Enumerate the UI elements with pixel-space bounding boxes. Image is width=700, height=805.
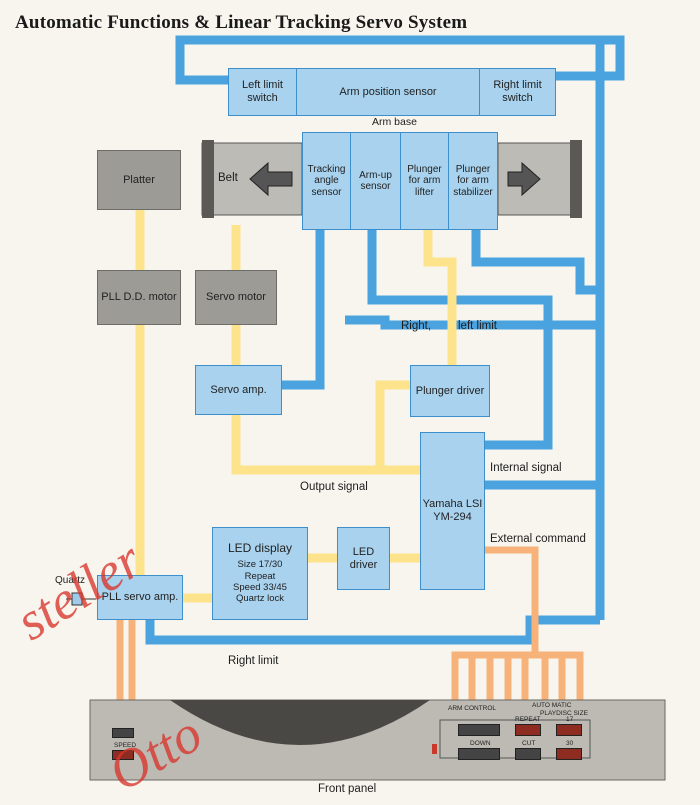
led-display-block: LED display Size 17/30 Repeat Speed 33/4… <box>212 527 308 620</box>
left-limit-label: left limit <box>458 320 497 332</box>
led-display-title: LED display <box>227 541 293 556</box>
plunger-arm-stabilizer: Plunger for arm stabilizer <box>453 163 493 198</box>
panel-arm-control-label: ARM CONTROL <box>448 705 497 712</box>
panel-repeat-label: REPEAT <box>515 716 541 723</box>
external-command-label: External command <box>490 533 586 545</box>
plunger-arm-lifter: Plunger for arm lifter <box>401 133 449 229</box>
orange-line-external <box>485 546 539 655</box>
orange-comb <box>451 651 584 700</box>
yellow-line-plunger <box>423 230 457 365</box>
blue-line-armup <box>367 230 553 450</box>
led-speed: Speed 33/45 <box>233 581 287 593</box>
repeat-button[interactable] <box>515 724 541 736</box>
panel-playdisc-size-label: PLAYDISC SIZE <box>540 710 588 717</box>
arm-base: Tracking angle sensor Arm-up sensor Plun… <box>302 132 498 230</box>
panel-speed-label: SPEED <box>114 742 137 749</box>
yamaha-lsi-block: Yamaha LSI YM-294 <box>420 432 485 590</box>
yellow-line-plunger-driver <box>375 380 416 470</box>
arm-base-label: Arm base <box>372 116 417 128</box>
arm-down-button[interactable] <box>458 748 500 760</box>
servo-motor-block: Servo motor <box>195 270 277 325</box>
speed-button-2[interactable] <box>112 750 134 760</box>
blue-line-right-left-limit <box>345 315 600 330</box>
quartz-crystal-icon <box>66 592 96 606</box>
panel-size30-label: 30 <box>566 740 574 747</box>
left-limit-switch: Left limit switch <box>229 69 297 115</box>
blue-line-right-limit-loop <box>145 610 600 645</box>
belt-label: Belt <box>218 172 238 184</box>
right-label: Right, <box>401 320 432 332</box>
arm-cue-button[interactable] <box>458 724 500 736</box>
led-size: Size 17/30 <box>237 559 283 571</box>
arm-up-sensor: Arm-up sensor <box>351 133 401 229</box>
page-title: Automatic Functions & Linear Tracking Se… <box>15 12 468 33</box>
pll-servo-amp-block: PLL servo amp. <box>97 575 183 620</box>
output-signal-label: Output signal <box>300 481 368 493</box>
led-driver-block: LED driver <box>337 527 390 590</box>
pll-dd-motor-block: PLL D.D. motor <box>97 270 181 325</box>
quartz-label: Quartz <box>55 575 86 586</box>
led-repeat: Repeat <box>244 570 276 582</box>
right-limit-switch: Right limit switch <box>493 79 542 104</box>
plunger-driver-block: Plunger driver <box>410 365 490 417</box>
tracking-angle-sensor: Tracking angle sensor <box>303 133 351 229</box>
size-17-button[interactable] <box>556 724 582 736</box>
internal-signal-label: Internal signal <box>490 462 562 474</box>
panel-automatic-label: AUTO MATIC <box>532 702 572 709</box>
blue-line-servo-input <box>282 230 325 390</box>
led-quartz-lock: Quartz lock <box>235 593 285 605</box>
cut-button[interactable] <box>515 748 541 760</box>
belt-arrow-right-icon <box>507 161 541 197</box>
speed-button[interactable] <box>112 728 134 738</box>
servo-amp-block: Servo amp. <box>195 365 282 415</box>
front-panel-label: Front panel <box>318 783 377 795</box>
belt-arrow-left-icon <box>249 161 293 197</box>
right-limit-label: Right limit <box>228 655 279 667</box>
arm-position-sensor: Arm position sensor <box>297 69 480 115</box>
blue-line-stabilizer <box>471 230 600 295</box>
front-panel-graphic <box>89 699 666 781</box>
sensor-bar: Left limit switch Arm position sensor Ri… <box>228 68 556 116</box>
panel-down-label: DOWN <box>470 740 491 747</box>
size-30-button[interactable] <box>556 748 582 760</box>
blue-line-top-loop <box>555 35 625 620</box>
panel-size17-label: 17 <box>566 716 574 723</box>
panel-cut-label: CUT <box>522 740 536 747</box>
platter-block: Platter <box>97 150 181 210</box>
yellow-line-output <box>231 415 420 475</box>
blue-line-left-limit <box>175 35 600 85</box>
